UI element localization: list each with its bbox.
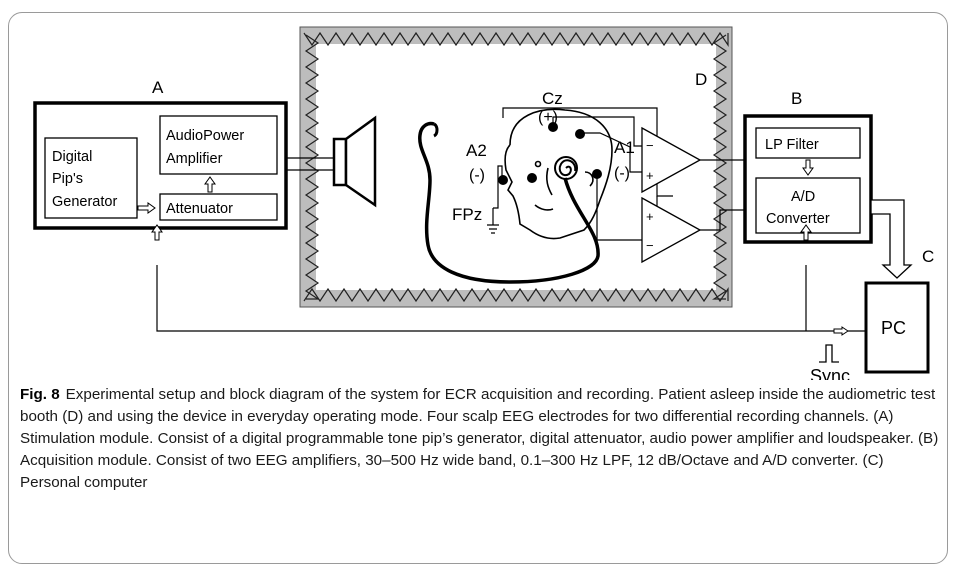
electrode-wires [492, 107, 745, 241]
electrode-fpz-label: FPz [452, 205, 482, 224]
digital-generator-block [44, 137, 138, 219]
amplifier-line-1: AudioPower [166, 128, 244, 144]
amp2-plus: + [646, 209, 654, 224]
eeg-amplifier-icons [641, 126, 702, 264]
amp2-minus: − [646, 238, 654, 253]
generator-line-3: Generator [52, 194, 117, 210]
module-c-label: C [922, 247, 934, 266]
hollow-arrow-up-icon [800, 224, 812, 241]
pc-label: PC [881, 318, 906, 338]
earphone-tube [418, 121, 600, 284]
electrode-a2-polarity: (-) [469, 167, 485, 184]
booth-zigzag-right [712, 34, 728, 300]
hollow-arrow-icon [137, 176, 216, 214]
hollow-arrow-icon [802, 159, 814, 176]
amplifier-line-2: Amplifier [166, 151, 223, 167]
amp1-minus: − [646, 138, 654, 153]
electrode-a1-label: A1 [614, 138, 635, 157]
electrode-a2-label: A2 [466, 141, 487, 160]
pc-box [864, 281, 930, 374]
loudspeaker-icon [332, 137, 348, 187]
sync-pulse-icon [819, 344, 839, 363]
booth-zigzag-top [303, 31, 729, 47]
data-transfer-arrow-icon [870, 199, 913, 279]
module-a-label: A [152, 78, 164, 97]
loudspeaker-cone-icon [344, 115, 377, 208]
amp1-plus: + [646, 168, 654, 183]
speaker-cable [286, 157, 334, 171]
ad-converter-block [755, 177, 861, 234]
hollow-arrow-up-icon [151, 224, 163, 241]
attenuator-block [159, 193, 278, 221]
lp-filter-label: LP Filter [765, 137, 819, 153]
electrode-a1-polarity: (-) [614, 165, 630, 182]
ad-converter-line-2: Converter [766, 211, 830, 227]
caption-text: Experimental setup and block diagram of … [20, 386, 939, 491]
electrode-cz-polarity: (+) [538, 109, 558, 126]
block-diagram: A Digital Pip's Generator AudioPower Amp… [33, 26, 934, 380]
figure-label: Fig. 8 [20, 386, 60, 403]
booth-zigzag-bottom [303, 287, 729, 303]
ear-tip-icon [433, 122, 439, 138]
module-b-label: B [791, 89, 802, 108]
lp-filter-block [755, 127, 861, 159]
hollow-arrow-left-icon [833, 326, 849, 336]
booth-zigzag-left [304, 34, 320, 300]
patient-head-icon [504, 108, 613, 240]
ground-icon [487, 224, 499, 234]
attenuator-label: Attenuator [166, 201, 233, 217]
generator-line-2: Pip's [52, 171, 83, 187]
module-d-label: D [695, 70, 707, 89]
figure-frame [8, 12, 948, 564]
audio-power-amplifier-block [159, 115, 278, 175]
electrode-icons [498, 122, 602, 185]
ad-converter-line-1: A/D [791, 189, 815, 205]
generator-line-1: Digital [52, 149, 92, 165]
sync-feedback-line [156, 265, 834, 332]
sync-label: Sync [810, 366, 850, 380]
electrode-cz-label: Cz [542, 89, 563, 108]
